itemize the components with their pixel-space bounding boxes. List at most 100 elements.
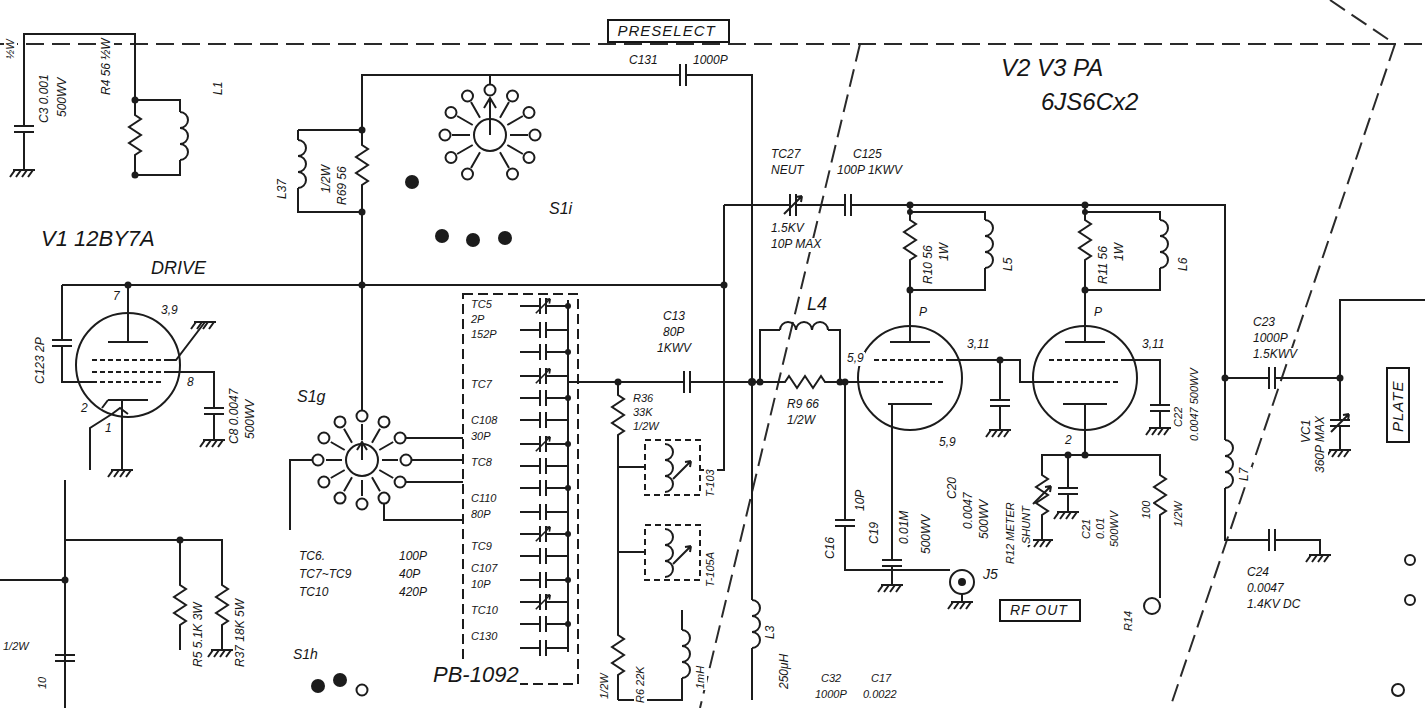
wire — [724, 205, 1320, 555]
component-label: S1h — [292, 646, 319, 662]
component-label: C8 0.0047 — [228, 388, 242, 445]
component-label: 1/2W — [1172, 500, 1185, 528]
component-label: PB-1092 — [432, 662, 520, 687]
component-label: 0.0047 500WV — [1188, 367, 1201, 442]
wire — [520, 300, 568, 652]
component-label: 7 — [112, 290, 121, 304]
tuning-arrow — [673, 546, 691, 564]
component-label: TC10 — [470, 604, 499, 617]
dashed-border — [0, 43, 1425, 45]
component-label: C110 — [470, 492, 497, 505]
resistor-symbol — [129, 110, 141, 160]
component-label: L7 — [1238, 467, 1252, 482]
component-label: 2 — [80, 402, 89, 416]
transformer-can — [645, 440, 700, 495]
component-label: C123 2P — [34, 336, 48, 385]
component-label: 500WV — [920, 514, 934, 555]
switch-spoke — [452, 102, 528, 168]
component-label: 6JS6Cx2 — [1040, 88, 1139, 116]
capacitor-symbol — [1269, 529, 1275, 551]
wire — [845, 382, 950, 585]
component-label: 1/2W — [2, 640, 30, 653]
component-label: 0.0047 — [1246, 582, 1285, 596]
component-label: C107 — [470, 562, 498, 575]
switch-arm — [484, 75, 496, 135]
wire — [290, 438, 463, 530]
component-label: 5,9 — [846, 352, 865, 366]
switch-spoke — [326, 424, 398, 496]
component-label: 1.5KV — [770, 222, 805, 236]
component-label: 3,11 — [1141, 338, 1165, 352]
component-label: TC27 — [770, 148, 801, 162]
resistor-symbol — [612, 390, 624, 440]
resistor-symbol — [780, 376, 830, 388]
coil-symbol — [682, 630, 690, 678]
variable-arrow — [1331, 414, 1349, 432]
ground-symbol — [878, 585, 903, 592]
component-label: C20 — [946, 476, 960, 500]
capacitor-symbol — [540, 548, 546, 564]
ground-symbol — [10, 170, 35, 177]
component-label: R69 56 — [336, 165, 350, 206]
switch-arm — [357, 442, 367, 460]
resistor-symbol — [174, 580, 186, 630]
component-label: VC1 — [1300, 419, 1314, 444]
component-label: 1 — [104, 422, 113, 436]
component-label: C108 — [470, 414, 498, 427]
trimmer-arrow — [536, 369, 550, 383]
tube-plate — [890, 341, 930, 343]
wire — [90, 414, 112, 470]
coil-symbol — [752, 600, 760, 648]
component-label: 1/2W — [786, 414, 816, 428]
node-text: PLATE — [1389, 378, 1407, 432]
tube-plate — [108, 285, 148, 342]
component-label: 0.01 — [1094, 517, 1107, 540]
wire — [1042, 404, 1160, 598]
component-label: C22 — [1172, 406, 1185, 428]
component-label: SHUNT — [1020, 505, 1033, 545]
component-label: C13 — [662, 310, 686, 324]
wire — [1085, 205, 1160, 342]
tube-grid — [92, 360, 164, 382]
capacitor-symbol — [845, 194, 851, 216]
ground-symbol — [1054, 512, 1079, 519]
component-label: R12 METER — [1004, 501, 1017, 565]
component-label: L5 — [1002, 257, 1016, 272]
coil-symbol — [665, 529, 673, 577]
component-label: TC10 — [298, 586, 329, 600]
capacitor-symbol — [1058, 488, 1078, 494]
tube-cathode — [888, 403, 932, 405]
component-label: T-103 — [704, 468, 717, 498]
trimmer-arrow — [784, 196, 802, 214]
switch-contact — [313, 411, 412, 510]
component-label: 2P — [470, 313, 485, 326]
component-label: TC7~TC9 — [298, 568, 352, 582]
component-label: J5 — [982, 566, 999, 582]
component-label: 1/2W — [632, 420, 660, 433]
resistor-symbol — [356, 140, 368, 190]
component-label: 5,9 — [938, 436, 957, 450]
switch-contact — [357, 685, 368, 696]
component-label: R9 66 — [786, 398, 820, 412]
wire — [961, 594, 963, 602]
component-label: 0.0022 — [862, 688, 898, 701]
wire — [164, 372, 214, 440]
ground-symbol — [191, 322, 216, 329]
wire — [700, 205, 724, 470]
capacitor-symbol — [835, 520, 855, 526]
component-label: 420P — [398, 586, 428, 600]
component-label: C130 — [470, 630, 498, 643]
trimmer-arrow — [536, 437, 550, 451]
wire — [24, 34, 180, 175]
terminal — [1392, 555, 1415, 696]
component-label: L3 — [764, 625, 778, 640]
component-label: R37 18K 5W — [234, 598, 248, 668]
component-label: L37 — [276, 178, 290, 200]
component-label: 1KWV — [656, 342, 692, 356]
component-label: 1/2W — [598, 672, 611, 700]
component-label: 1W — [938, 242, 952, 262]
capacitor-symbol — [1269, 367, 1275, 389]
capacitor-symbol — [990, 400, 1010, 406]
